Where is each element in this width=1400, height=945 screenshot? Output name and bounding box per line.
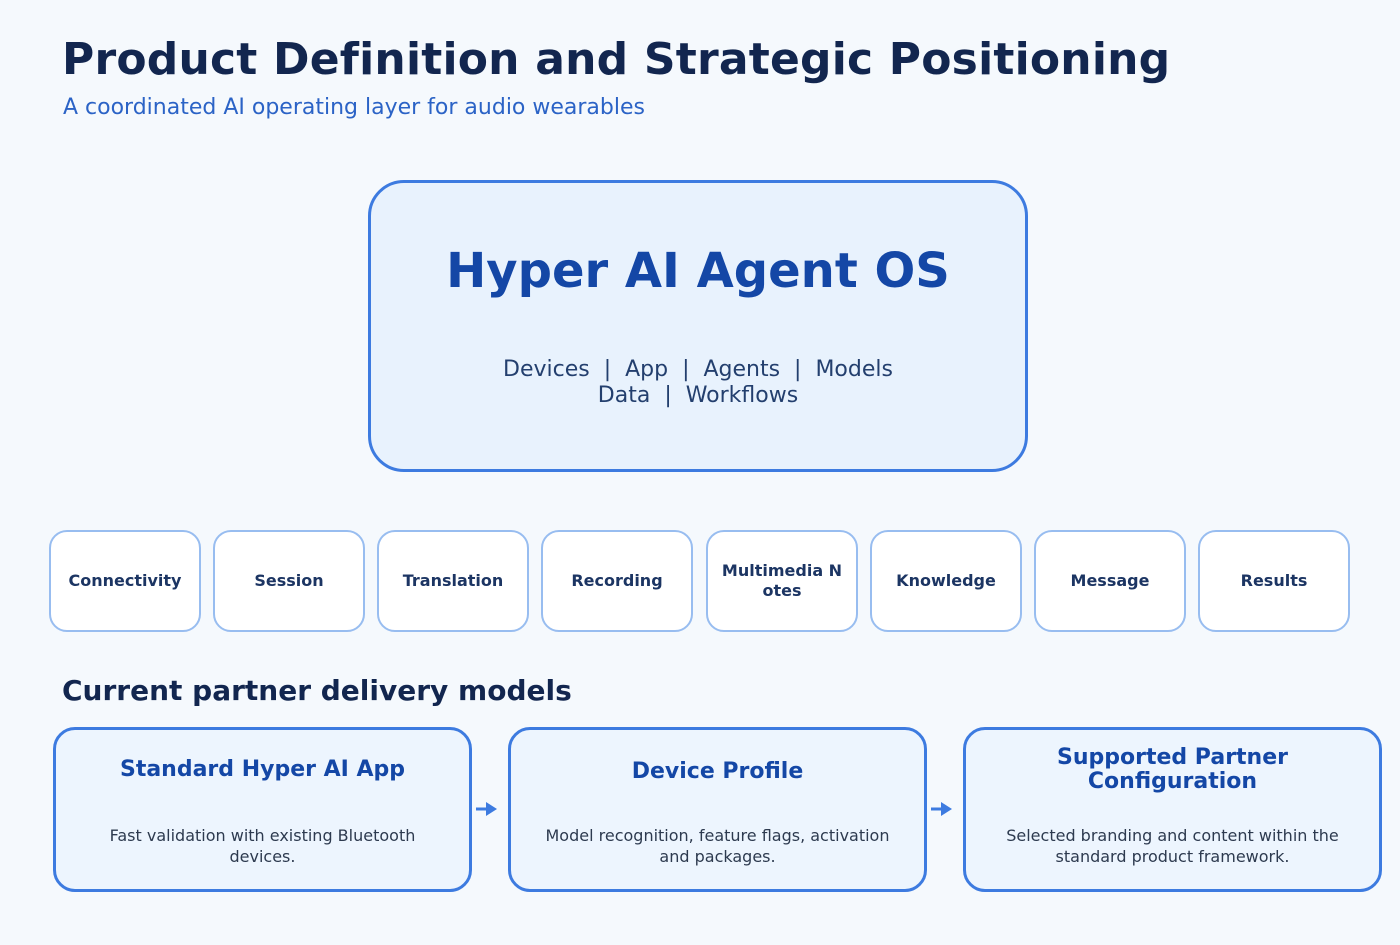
module-connectivity: Connectivity: [49, 530, 201, 632]
page-title: Product Definition and Strategic Positio…: [62, 34, 1171, 85]
module-recording: Recording: [541, 530, 693, 632]
delivery-card-standard-app: Standard Hyper AI App Fast validation wi…: [53, 727, 472, 892]
hero-components-line-1: Devices | App | Agents | Models: [503, 357, 893, 382]
card-description: Fast validation with existing Bluetooth …: [109, 826, 416, 866]
module-message: Message: [1034, 530, 1186, 632]
hero-components-line-2: Data | Workflows: [597, 383, 799, 408]
module-results: Results: [1198, 530, 1350, 632]
page-subtitle: A coordinated AI operating layer for aud…: [63, 95, 645, 120]
card-description: Selected branding and content within the…: [1006, 826, 1339, 866]
arrow-right-icon: [476, 802, 497, 816]
module-multimedia-notes: Multimedia Notes: [706, 530, 858, 632]
delivery-card-partner-configuration: Supported Partner Configuration Selected…: [963, 727, 1382, 892]
card-title: Standard Hyper AI App: [119, 757, 406, 782]
delivery-section-title: Current partner delivery models: [62, 674, 572, 707]
hero-components: Devices | App | Agents | Models Data | W…: [371, 357, 1025, 409]
module-session: Session: [213, 530, 365, 632]
delivery-card-device-profile: Device Profile Model recognition, featur…: [508, 727, 927, 892]
arrow-right-icon: [931, 802, 952, 816]
hero-title: Hyper AI Agent OS: [446, 243, 950, 299]
module-translation: Translation: [377, 530, 529, 632]
card-title: Supported Partner Configuration: [1057, 745, 1288, 794]
module-knowledge: Knowledge: [870, 530, 1022, 632]
card-description: Model recognition, feature flags, activa…: [545, 826, 890, 866]
card-title: Device Profile: [631, 759, 804, 784]
hero-os-box: Hyper AI Agent OS Devices | App | Agents…: [368, 180, 1028, 472]
